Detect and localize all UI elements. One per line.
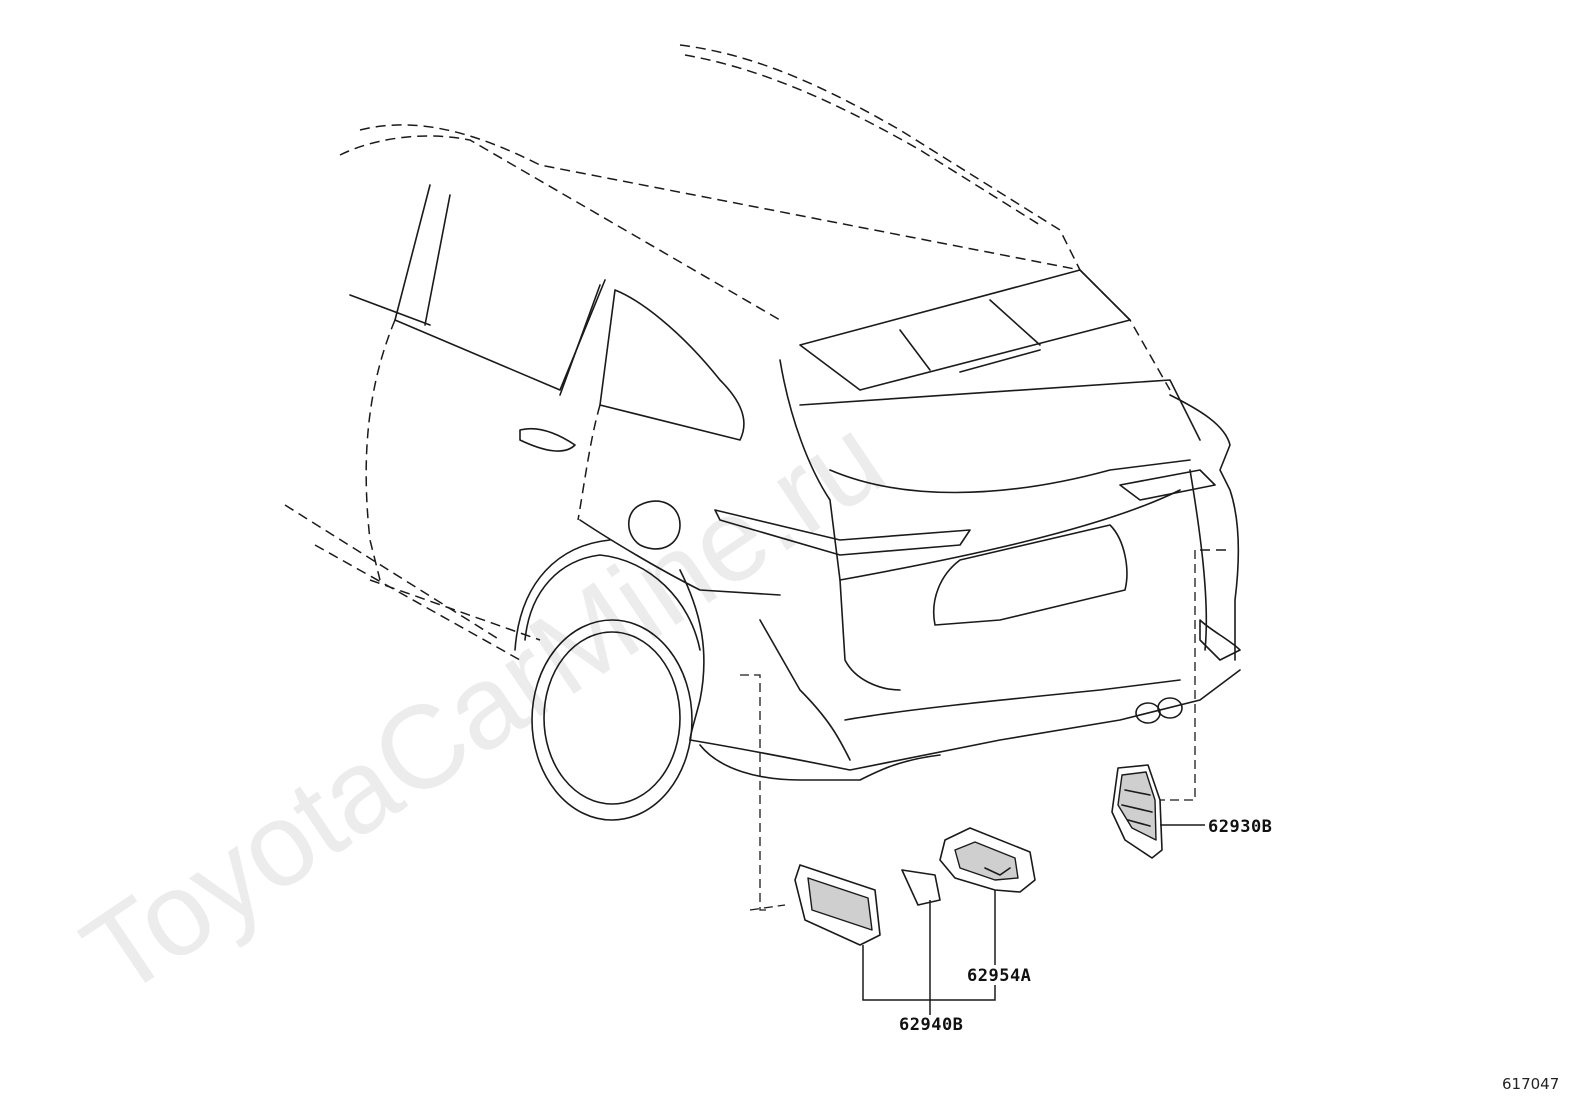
- callout-leaders: [862, 824, 1205, 1015]
- reference-lines: [740, 550, 1196, 911]
- part-62940b-frame: [794, 864, 941, 946]
- part-62930b-cover: [1111, 764, 1163, 859]
- vehicle-outline: [284, 44, 1241, 821]
- callout-62930b: 62930B: [1208, 817, 1272, 837]
- callout-62940b: 62940B: [899, 1015, 963, 1035]
- part-62954a-bracket: [939, 827, 1036, 893]
- watermark-text: ToyotaCarMine.ru: [61, 391, 907, 1021]
- diagram-code: 617047: [1502, 1075, 1559, 1093]
- callout-62954a: 62954A: [967, 966, 1031, 986]
